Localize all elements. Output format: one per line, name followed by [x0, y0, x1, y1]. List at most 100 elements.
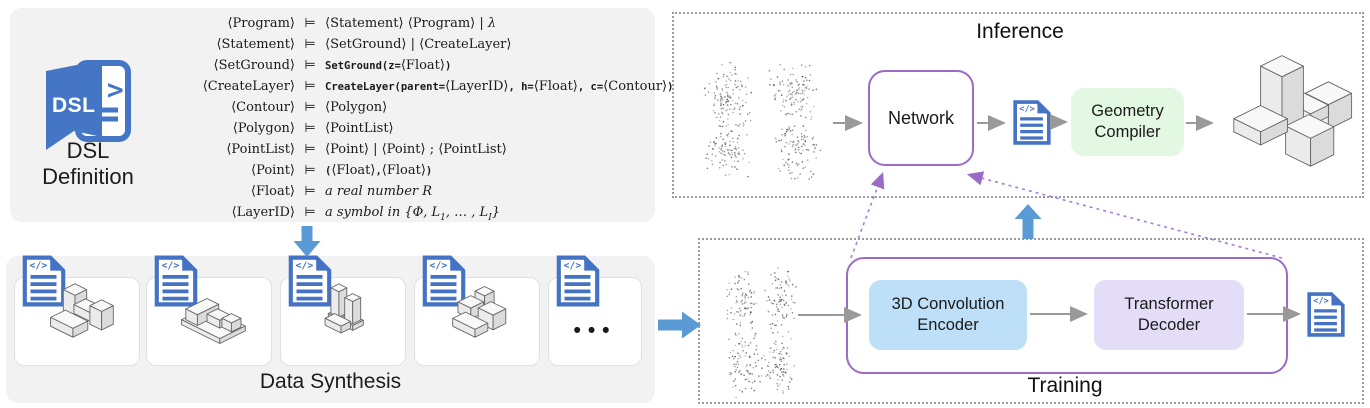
- grammar-token: ⟨Statement⟩: [325, 16, 408, 31]
- grammar-token: ⟨Float⟩: [331, 163, 376, 178]
- entails-symbol: ⊨: [304, 142, 316, 157]
- svg-text:</>: </>: [1019, 105, 1035, 115]
- svg-text:</>: </>: [295, 261, 313, 272]
- grammar-rhs: ⟨SetGround⟩ | ⟨CreateLayer⟩: [325, 34, 651, 55]
- entails-symbol: ⊨: [304, 100, 316, 115]
- grammar-token: , h=: [508, 81, 534, 93]
- grammar-lhs: ⟨SetGround⟩: [213, 58, 295, 73]
- arrow-dsl-to-synthesis: [293, 226, 321, 257]
- grammar-token: , … , L: [445, 205, 489, 220]
- grammar-token: }: [491, 205, 501, 220]
- sample-shape: [281, 282, 405, 365]
- grammar-token: ): [444, 60, 452, 72]
- synthesized-sample-card: </>: [146, 255, 272, 366]
- grammar-token: , c=: [577, 81, 604, 93]
- dsl-icon-label: DSL: [52, 94, 96, 117]
- input-point-cloud-inference: [688, 52, 834, 192]
- entails-symbol: ⊨: [304, 184, 316, 199]
- sample-shape: [15, 282, 139, 365]
- grammar-token: I: [488, 213, 492, 224]
- svg-text:</>: </>: [429, 261, 447, 272]
- ellipsis-more-samples: •••: [573, 318, 617, 342]
- point-cloud: [703, 61, 822, 180]
- grammar-rule: ⟨Program⟩⊨⟨Statement⟩ ⟨Program⟩ | λ: [183, 13, 651, 34]
- grammar-token: ⟨PointList⟩: [325, 121, 394, 136]
- program-document-icon-card: </>: [421, 254, 467, 308]
- grammar-rule: ⟨CreateLayer⟩⊨CreateLayer(parent=⟨LayerI…: [183, 76, 674, 97]
- grammar-lhs: ⟨PointList⟩: [226, 142, 295, 157]
- inference-title: Inference: [976, 20, 1064, 43]
- grammar-token: ⟨Float⟩: [400, 58, 445, 73]
- network-node: Network: [868, 70, 974, 166]
- grammar-rule: ⟨SetGround⟩⊨SetGround(z=⟨Float⟩): [183, 55, 651, 76]
- grammar-token: |: [368, 142, 382, 157]
- blocks-3d-shape: [324, 283, 364, 334]
- svg-text:</>: </>: [161, 261, 179, 272]
- code-document-icon: </>: [556, 255, 600, 307]
- grammar-token: λ: [487, 16, 497, 31]
- code-document-icon: </>: [1013, 100, 1051, 145]
- grammar-rhs: ⟨Statement⟩ ⟨Program⟩ | λ: [325, 13, 651, 34]
- grammar-token: SetGround(z=: [325, 60, 401, 72]
- compiler-label-line2: Compiler: [1094, 123, 1161, 141]
- grammar-token: ⟨Contour⟩: [603, 79, 668, 94]
- grammar-token: ⟨Float⟩: [533, 79, 578, 94]
- grammar-rhs: CreateLayer(parent=⟨LayerID⟩, h=⟨Float⟩,…: [325, 76, 673, 97]
- training-title: Training: [1027, 374, 1103, 397]
- grammar-rhs: ⟨Point⟩ | ⟨Point⟩ ; ⟨PointList⟩: [325, 139, 651, 160]
- program-document-icon-card: </>: [153, 254, 199, 308]
- grammar-token: ⟨SetGround⟩: [325, 37, 407, 52]
- grammar-token: CreateLayer(parent=: [325, 81, 446, 93]
- grammar-rhs: a real number R: [325, 181, 651, 202]
- sample-shape: [147, 282, 271, 365]
- grammar-token: ⟨Point⟩: [325, 142, 369, 157]
- grammar-rule: ⟨LayerID⟩⊨a symbol in {Φ, L1, … , LI}: [183, 202, 651, 228]
- grammar-rhs: SetGround(z=⟨Float⟩): [325, 55, 651, 76]
- entails-symbol: ⊨: [304, 121, 316, 136]
- code-document-icon: </>: [1307, 292, 1345, 337]
- arrow-synthesis-to-training: [658, 311, 701, 339]
- dsl-caption-line1: DSL: [66, 138, 110, 163]
- grammar-rhs: ⟨Polygon⟩: [325, 97, 651, 118]
- synthesized-sample-card: </>: [280, 255, 406, 366]
- program-document-icon-card: </>: [555, 254, 601, 308]
- program-document-icon-card: </>: [21, 254, 67, 308]
- grammar-rule: ⟨PointList⟩ ⊨ ⟨Point⟩ | ⟨Point⟩ ; ⟨PointLi…: [183, 139, 651, 160]
- code-document-icon: </>: [288, 255, 332, 307]
- grammar-token: ⟨LayerID⟩: [445, 79, 509, 94]
- grammar-token: |: [406, 37, 420, 52]
- grammar-token: ): [425, 165, 433, 177]
- grammar-lhs: ⟨Float⟩: [250, 184, 295, 199]
- grammar-token: ): [667, 81, 674, 93]
- entails-symbol: ⊨: [304, 79, 316, 94]
- grammar-token: ⟨Float⟩: [381, 163, 426, 178]
- dsl-file-icon: !> DSL: [40, 55, 136, 159]
- transformer-decoder-node: Transformer Decoder: [1094, 280, 1244, 350]
- grammar-rhs: ⟨PointList⟩: [325, 118, 651, 139]
- code-document-icon: </>: [22, 255, 66, 307]
- synthesized-sample-card: </> •••: [548, 255, 642, 366]
- grammar-lhs: ⟨Contour⟩: [231, 100, 295, 115]
- network-label: Network: [887, 107, 954, 128]
- decoder-label-line2: Decoder: [1137, 316, 1201, 334]
- geometry-compiler-node: Geometry Compiler: [1071, 88, 1184, 156]
- grammar-lhs: ⟨Statement⟩: [216, 37, 295, 52]
- grammar-rule: ⟨Point⟩⊨(⟨Float⟩,⟨Float⟩): [183, 160, 651, 181]
- grammar-token: ,: [375, 165, 382, 177]
- compiler-label-line1: Geometry: [1091, 102, 1164, 120]
- output-3d-shape: [1212, 50, 1364, 194]
- grammar-token: ⟨PointList⟩: [438, 142, 507, 157]
- synthesized-sample-card: </>: [14, 255, 140, 366]
- grammar-token: ;: [425, 142, 439, 157]
- grammar-token: 1: [440, 213, 446, 224]
- data-synthesis-label: Data Synthesis: [259, 370, 402, 393]
- grammar-token: |: [475, 16, 488, 31]
- data-synthesis-panel: </> </>: [6, 254, 655, 403]
- grammar-rule: ⟨Polygon⟩⊨⟨PointList⟩: [183, 118, 651, 139]
- conv-encoder-node: 3D Convolution Encoder: [869, 280, 1027, 350]
- program-document-icon-training: </>: [1306, 288, 1346, 341]
- grammar-token: a symbol in {Φ, L: [325, 205, 441, 220]
- program-document-icon-inference: </>: [1012, 95, 1052, 150]
- grammar-lhs: ⟨LayerID⟩: [231, 205, 295, 220]
- blocks-3d-shape: [452, 286, 507, 338]
